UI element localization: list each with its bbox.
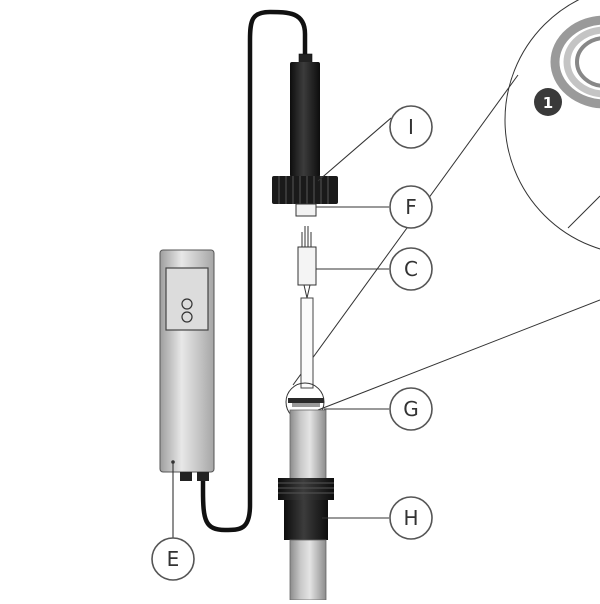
svg-text:G: G xyxy=(403,397,419,421)
callout-C: C xyxy=(389,247,433,291)
meter-unit xyxy=(159,249,215,481)
meter-connector-right xyxy=(197,472,209,481)
callout-E: E xyxy=(151,537,195,581)
callout-I: I xyxy=(389,105,433,149)
svg-text:C: C xyxy=(404,257,418,281)
cable xyxy=(200,9,308,533)
protection-tube xyxy=(278,409,334,601)
callout-H: H xyxy=(389,496,433,540)
callout-G: G xyxy=(389,387,433,431)
svg-text:1: 1 xyxy=(543,94,553,112)
detail-thread-rings xyxy=(550,15,600,109)
callout-F: F xyxy=(389,185,433,229)
detail-marker: 1 xyxy=(534,88,562,116)
meter-button-lower xyxy=(181,311,193,323)
svg-text:E: E xyxy=(167,547,180,571)
meter-connector-left xyxy=(180,472,192,481)
sensor-housing xyxy=(272,53,338,217)
magnifier-leader-lower xyxy=(317,299,600,411)
svg-text:F: F xyxy=(405,195,417,219)
adapter-sleeve xyxy=(295,203,317,217)
meter-button-upper xyxy=(181,298,193,310)
leader-lines xyxy=(172,117,392,538)
svg-text:H: H xyxy=(403,506,418,530)
electrode-insert xyxy=(297,226,317,389)
magnifier-leader-upper xyxy=(292,74,519,386)
svg-text:I: I xyxy=(408,115,414,139)
detail-magnifier: 1 xyxy=(504,0,600,250)
